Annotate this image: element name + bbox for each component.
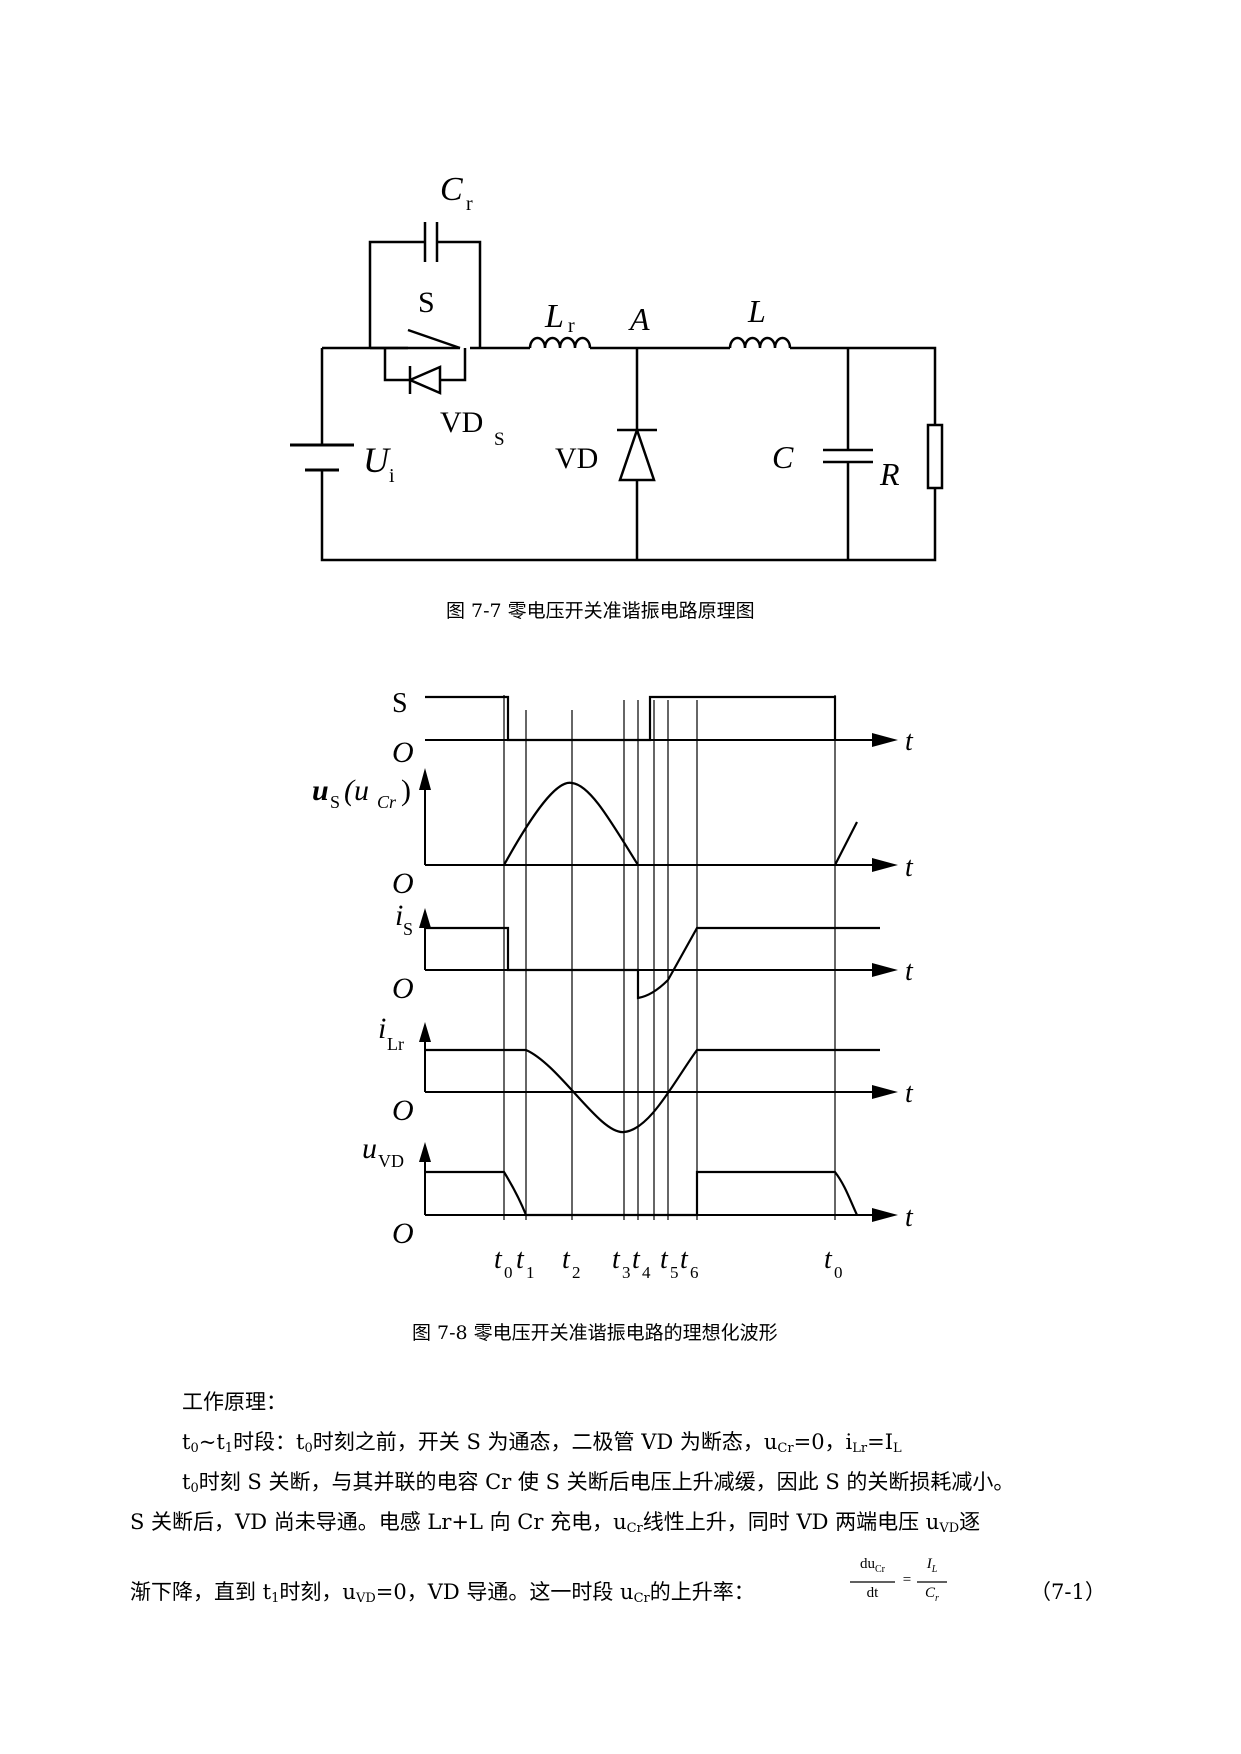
axis-arrowheads	[419, 733, 898, 1222]
paragraph-1: t0~t1时段：t0时刻之前，开关 S 为通态，二极管 VD 为断态，uCr=0…	[182, 1430, 902, 1456]
label-a: A	[628, 301, 650, 337]
label-r: R	[879, 456, 900, 492]
tick-t3-sub: 3	[622, 1263, 631, 1282]
label-cr: C	[440, 171, 463, 208]
tick-t2-sub: 2	[572, 1263, 581, 1282]
tick-t0-sub: 0	[504, 1263, 513, 1282]
diode-vds-body	[406, 365, 442, 395]
paragraph-3: S 关断后，VD 尚未导通。电感 Lr+L 向 Cr 充电，uCr线性上升，同时…	[130, 1510, 981, 1536]
figure-7-7-caption: 图 7-7 零电压开关准谐振电路原理图	[446, 600, 755, 622]
label-cr-sub: r	[466, 193, 473, 215]
waveform-is	[425, 926, 880, 1000]
label-vds: VD	[440, 406, 483, 439]
tick-t6-sub: 6	[690, 1263, 699, 1282]
label-origin-5: O	[392, 1217, 414, 1250]
battery-ui	[290, 443, 354, 472]
equation-equals: =	[902, 1572, 912, 1588]
equation-lhs-numerator: duCr	[860, 1556, 885, 1575]
label-signal-uvd: u	[362, 1132, 377, 1165]
label-signal-is: i	[395, 899, 403, 932]
label-origin-2: O	[392, 867, 414, 900]
label-t-axis-1: t	[905, 726, 914, 757]
tick-t2: t	[562, 1244, 571, 1275]
inductor-lr	[528, 336, 592, 349]
waveform-s	[425, 695, 837, 742]
time-axes	[424, 739, 880, 1216]
tick-t1: t	[516, 1244, 525, 1275]
label-l: L	[747, 293, 766, 329]
section-heading: 工作原理：	[182, 1390, 287, 1414]
label-signal-us-close: )	[401, 774, 411, 807]
figure-7-8-caption: 图 7-8 零电压开关准谐振电路的理想化波形	[412, 1322, 778, 1344]
label-signal-us-paren: (u	[344, 774, 369, 807]
capacitor-c-plates	[823, 448, 873, 464]
tick-t4: t	[632, 1244, 641, 1275]
tick-t5-sub: 5	[670, 1263, 679, 1282]
waveform-uvd	[425, 1170, 858, 1217]
label-signal-is-sub: S	[403, 919, 413, 939]
tick-t4-sub: 4	[642, 1263, 651, 1282]
tick-t0: t	[494, 1244, 503, 1275]
label-origin-3: O	[392, 972, 414, 1005]
tick-t1-sub: 1	[526, 1263, 535, 1282]
tick-t0-end-sub: 0	[834, 1263, 843, 1282]
waveform-ilr	[425, 1048, 880, 1134]
label-s: S	[418, 286, 435, 319]
circuit-wire-mid	[470, 346, 937, 425]
label-signal-us-sub: S	[330, 792, 340, 812]
circuit-diagram	[290, 222, 944, 562]
resistor-r	[926, 423, 944, 490]
label-c: C	[772, 439, 794, 475]
tick-t6: t	[680, 1244, 689, 1275]
label-origin-4: O	[392, 1094, 414, 1127]
diode-vds-wires	[383, 348, 467, 382]
capacitor-cr-wires	[368, 240, 482, 348]
label-vd: VD	[555, 442, 598, 475]
label-signal-us-paren-sub: Cr	[377, 792, 397, 812]
label-signal-ilr: i	[378, 1012, 386, 1045]
equation-rhs-denominator: Cr	[925, 1585, 939, 1604]
label-lr: L	[544, 298, 564, 335]
paragraph-4: 渐下降，直到 t1时刻，uVD=0，VD 导通。这一时段 uCr的上升率：	[130, 1580, 755, 1606]
time-tick-labels: t 0 t 1 t 2 t 3 t 4 t 5 t 6 t 0	[494, 1244, 843, 1282]
label-ui-sub: i	[389, 465, 395, 487]
tick-t5: t	[660, 1244, 669, 1275]
label-lr-sub: r	[568, 315, 575, 337]
label-t-axis-2: t	[905, 852, 914, 883]
label-signal-us: u	[312, 774, 329, 807]
time-grid-lines	[503, 695, 836, 1220]
tick-t3: t	[612, 1244, 621, 1275]
diode-vd-body	[618, 426, 656, 482]
capacitor-cr-plates	[423, 222, 439, 262]
circuit-wire-left	[320, 348, 937, 562]
switch-s	[407, 328, 461, 350]
inductor-l	[728, 336, 792, 349]
waveform-us	[503, 781, 858, 866]
tick-t0-end: t	[824, 1244, 833, 1275]
equation-rhs-numerator: IL	[926, 1556, 938, 1575]
waveform-diagram	[419, 695, 898, 1222]
label-signal-s: S	[392, 688, 408, 719]
label-t-axis-3: t	[905, 956, 914, 987]
label-signal-uvd-sub: VD	[378, 1151, 404, 1171]
label-t-axis-5: t	[905, 1202, 914, 1233]
paragraph-2: t0时刻 S 关断，与其并联的电容 Cr 使 S 关断后电压上升减缓，因此 S …	[182, 1470, 1015, 1496]
equation-lhs-denominator: dt	[866, 1585, 879, 1601]
label-signal-ilr-sub: Lr	[387, 1034, 404, 1054]
label-ui: U	[363, 440, 391, 480]
label-origin-1: O	[392, 736, 414, 769]
label-t-axis-4: t	[905, 1078, 914, 1109]
equation-number: （7-1）	[1030, 1580, 1106, 1604]
label-vds-sub: S	[494, 429, 505, 450]
waveform-labels: S O t u S (u Cr ) O t i S O t i Lr O t u…	[312, 688, 914, 1282]
circuit-labels: C r S L r A L VD S U i VD C R	[363, 171, 900, 492]
